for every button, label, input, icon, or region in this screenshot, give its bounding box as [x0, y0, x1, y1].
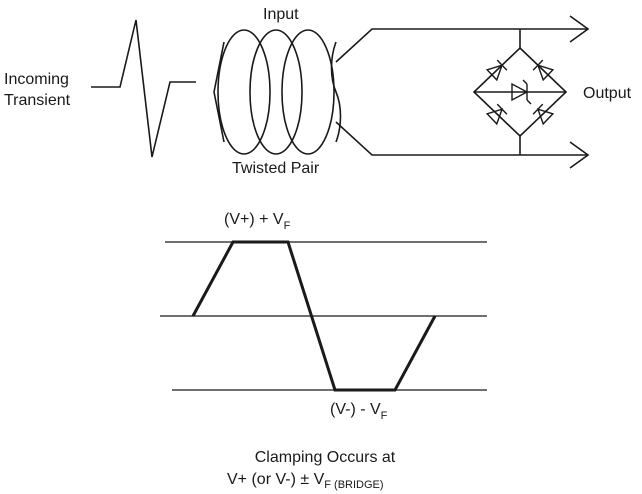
lower-clamp-label: (V-) - VF [330, 401, 388, 422]
lower-conductor [335, 121, 588, 156]
upper-arrow-head [569, 15, 590, 43]
upper-clamp-label: (V+) + VF [224, 211, 291, 232]
upper-conductor [335, 28, 588, 63]
transient-waveform [91, 19, 196, 158]
output-label: Output [583, 85, 632, 102]
twisted-pair-label: Twisted Pair [232, 160, 320, 177]
bridge-diamond [472, 46, 568, 138]
circuit-section: Incoming Transient Input Twisted Pair [4, 6, 632, 177]
diode-bridge [472, 46, 568, 138]
diode-lower-right-icon [532, 103, 555, 126]
twisted-pair-right-end [330, 41, 342, 143]
caption: Clamping Occurs at V+ (or V-) ± VF (BRID… [227, 449, 396, 491]
incoming-label-line1: Incoming [4, 71, 69, 88]
diode-lower-left-icon [485, 103, 508, 126]
incoming-label-line2: Transient [4, 92, 71, 109]
zener-diode-icon [511, 79, 532, 105]
twisted-pair-loop-1 [217, 29, 271, 155]
output-conductors [335, 15, 590, 169]
caption-line2: V+ (or V-) ± VF (BRIDGE) [227, 471, 384, 491]
lower-arrow-head [569, 141, 590, 169]
diode-upper-right-icon [532, 59, 555, 82]
twisted-pair [213, 29, 342, 155]
twisted-pair-loop-3 [281, 29, 335, 155]
twisted-pair-left-end [213, 41, 225, 143]
diode-upper-left-icon [485, 59, 508, 82]
input-label: Input [263, 6, 299, 23]
caption-line1: Clamping Occurs at [255, 449, 396, 466]
clamped-waveform [191, 240, 437, 392]
waveform-section: (V+) + VF (V-) - VF [160, 211, 487, 422]
twisted-pair-loop-2 [249, 29, 303, 155]
